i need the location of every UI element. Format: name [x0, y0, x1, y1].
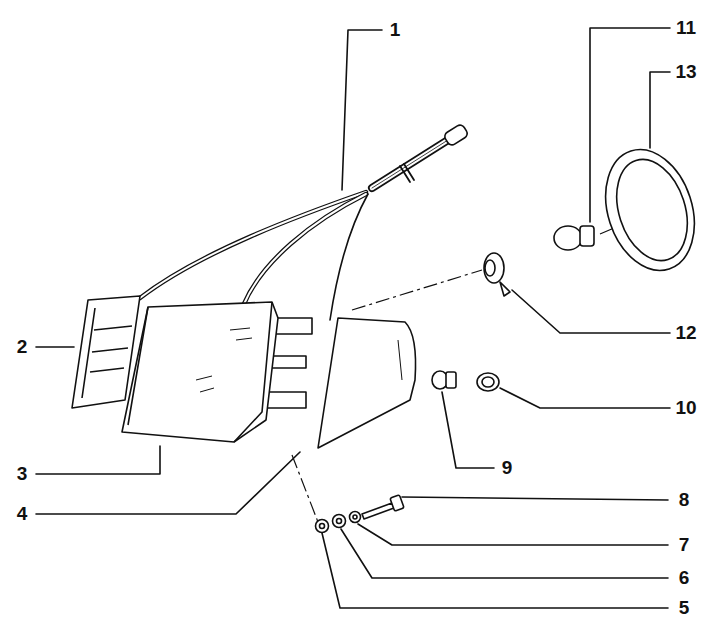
lens-shading — [398, 340, 402, 380]
lamp-parts — [72, 138, 709, 532]
leader-line — [500, 388, 670, 408]
washer — [333, 515, 346, 528]
leader-line — [358, 524, 668, 545]
lamp-detail — [82, 308, 132, 398]
wire — [244, 194, 366, 304]
bulb-holder — [485, 260, 495, 276]
headlamp-bulb — [554, 226, 582, 250]
leader-line — [512, 290, 670, 333]
callout-number: 11 — [674, 18, 698, 39]
lens-edge — [128, 302, 272, 442]
leader-line — [36, 346, 74, 348]
bulb-base — [446, 372, 456, 388]
washer — [337, 519, 342, 524]
cable-clip — [400, 164, 414, 182]
leader-line — [36, 446, 160, 474]
lens-shading — [196, 328, 252, 392]
wire — [140, 192, 366, 298]
leader-line — [442, 392, 494, 468]
bulb-socket — [477, 373, 499, 391]
callout-number: 12 — [673, 323, 698, 344]
washer — [316, 520, 329, 533]
callout-number: 4 — [15, 504, 30, 525]
axis-line — [352, 270, 482, 310]
wire — [330, 194, 368, 320]
reflector-ring — [605, 150, 700, 269]
reflector-ring — [591, 138, 709, 282]
callout-number: 9 — [500, 458, 515, 479]
washer — [320, 524, 325, 529]
callout-number: 2 — [15, 337, 30, 358]
callout-number: 5 — [677, 598, 692, 619]
leader-line — [342, 30, 382, 190]
bulb-base — [580, 226, 594, 246]
callout-number: 10 — [673, 398, 698, 419]
leader-line — [650, 72, 670, 148]
screw — [362, 503, 394, 519]
wiring-harness — [140, 123, 469, 320]
mounting-clip — [266, 392, 306, 408]
wire — [244, 194, 366, 304]
callout-number: 1 — [388, 20, 403, 41]
screw-head — [390, 495, 404, 512]
nut — [350, 512, 361, 523]
bulb-holder — [484, 253, 504, 283]
headlamp-lens — [122, 302, 278, 442]
axis-line — [292, 455, 318, 522]
side-lens — [318, 318, 416, 448]
cable-bundle — [372, 140, 448, 188]
callout-number: 8 — [677, 490, 692, 511]
leader-line — [402, 497, 668, 500]
leader-lines — [36, 28, 670, 608]
cable-bundle — [372, 140, 448, 188]
nut — [353, 515, 357, 519]
leader-line — [341, 529, 668, 578]
leader-line — [36, 452, 300, 514]
wire — [140, 192, 366, 298]
callout-number: 3 — [15, 464, 30, 485]
connector — [443, 123, 469, 147]
holder-tab — [500, 282, 510, 296]
bulb-socket — [482, 377, 494, 387]
axis-lines — [292, 205, 668, 522]
callout-number: 13 — [673, 62, 698, 83]
cable-bundle — [372, 140, 448, 188]
leader-line — [322, 533, 668, 608]
callout-number: 6 — [677, 568, 692, 589]
mounting-clip — [270, 356, 306, 368]
callout-number: 7 — [677, 535, 692, 556]
